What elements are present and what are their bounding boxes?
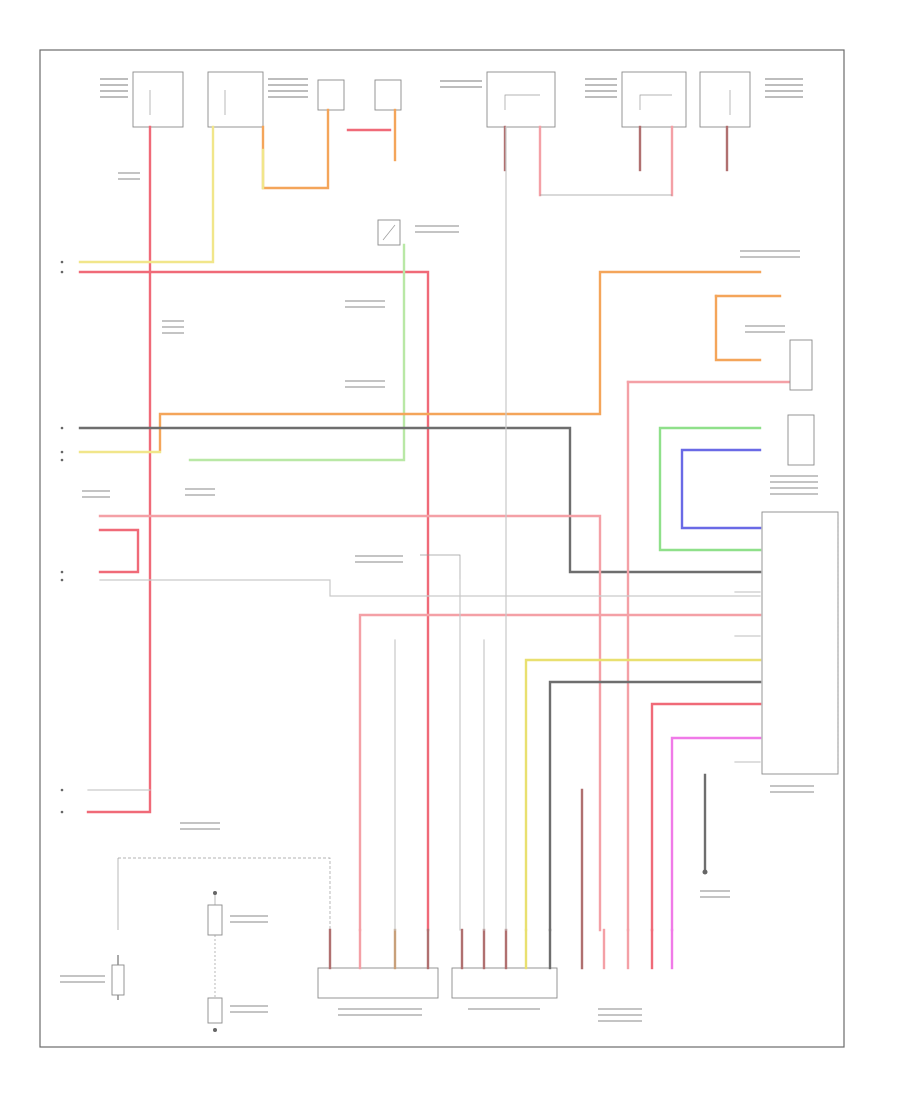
sensor-bottom-2 xyxy=(451,967,558,999)
wire-green-mid xyxy=(188,243,406,462)
relay-contact-2 xyxy=(639,94,672,110)
wire-gray-mid xyxy=(78,426,762,574)
wire-green-loop xyxy=(658,426,762,552)
fuse-small-2 xyxy=(374,79,402,111)
wire-yellow-ecu xyxy=(524,658,762,932)
fuse-box-3 xyxy=(699,71,751,128)
wire-orange-right xyxy=(714,294,762,362)
wire-orange-fuse xyxy=(261,108,330,190)
wire-gray-ecu xyxy=(548,680,762,932)
relay-contact-1 xyxy=(504,94,540,110)
fuse-box-1 xyxy=(132,71,184,128)
diagram-frame xyxy=(39,49,845,1048)
wire-gray-long xyxy=(99,579,761,597)
ecu-module xyxy=(761,511,839,775)
top-label-marks xyxy=(100,78,803,98)
wire-blue-loop xyxy=(680,448,762,530)
sensor-right-upper xyxy=(789,339,813,391)
relay-box-1 xyxy=(486,71,556,128)
sensor-bottom-1 xyxy=(317,967,439,999)
sensor-right-mid xyxy=(787,414,815,466)
component-bottom-left xyxy=(207,904,223,936)
wire-orange-long xyxy=(158,270,762,452)
wire-pink-lower xyxy=(98,514,602,932)
wire-magenta-ecu xyxy=(670,736,762,932)
wire-red-main xyxy=(86,125,152,814)
ground-point-bl-bottom xyxy=(213,1028,217,1032)
fuse-box-2 xyxy=(207,71,264,128)
center-connector xyxy=(420,554,461,580)
component-bottom-left-2 xyxy=(207,997,223,1024)
wire-yellow-top xyxy=(78,125,215,264)
wire-red-ecu xyxy=(650,702,762,932)
ground-point-right xyxy=(702,869,708,875)
wire-pink-ecu xyxy=(358,613,762,932)
wire-red-horizontal-top xyxy=(78,270,430,932)
label-marks xyxy=(60,172,818,1022)
wire-red-loop-left xyxy=(98,528,140,574)
relay-box-2 xyxy=(621,71,687,128)
connector-bottom-left xyxy=(111,964,125,996)
ground-point-bl-top xyxy=(213,891,217,895)
fuse-small-1 xyxy=(317,79,345,111)
left-pins xyxy=(60,260,64,814)
switch-contact xyxy=(382,224,396,241)
wire-bottom-dashed xyxy=(118,857,331,930)
